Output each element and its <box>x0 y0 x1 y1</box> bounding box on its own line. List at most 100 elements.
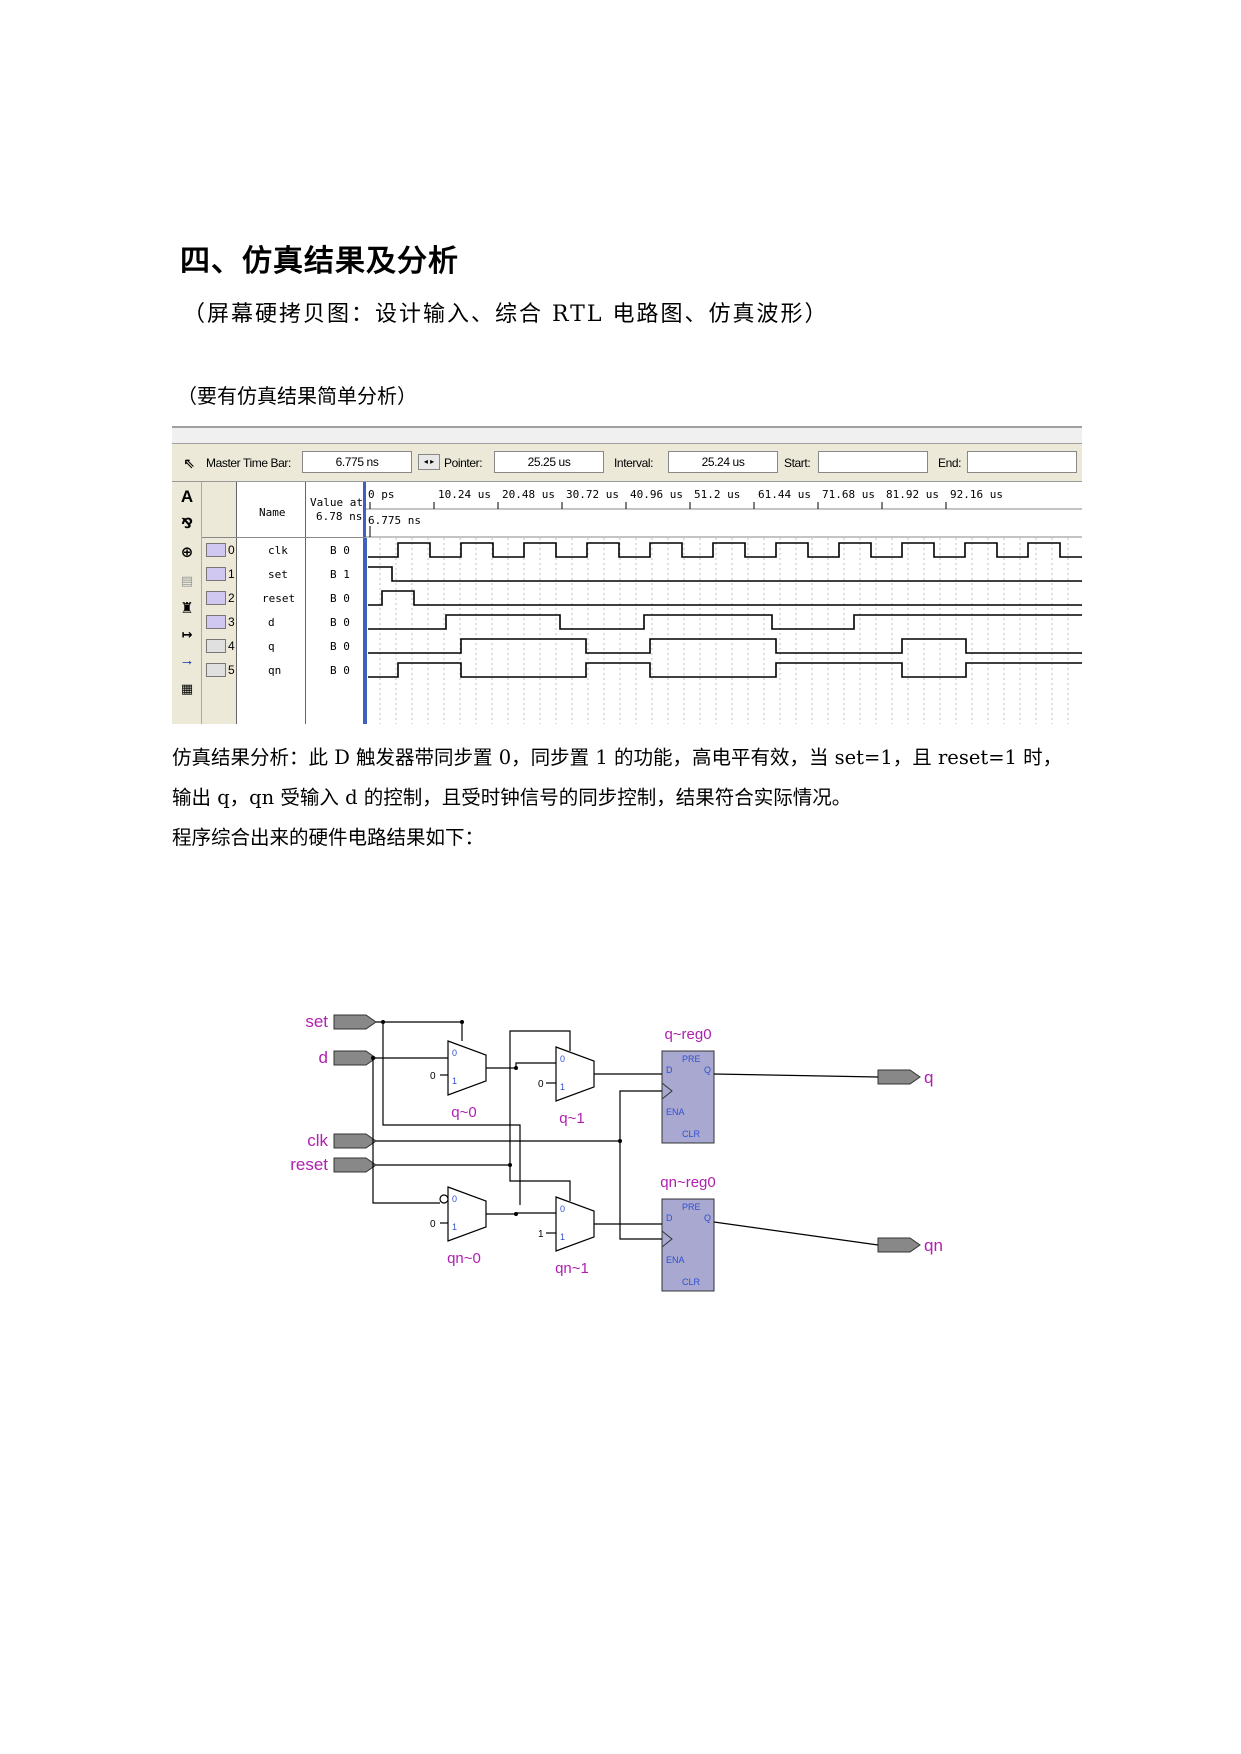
time-tick-label: 92.16 us <box>950 488 1003 501</box>
cursor-time-label: 6.775 ns <box>368 514 421 527</box>
clk-to-reg-q <box>376 1090 662 1142</box>
register-0 <box>661 1050 715 1144</box>
mux-pin-1: 1 <box>560 1082 565 1092</box>
signal-name: reset <box>262 592 296 605</box>
junction-dot <box>514 1212 518 1216</box>
signal-index: 3 <box>228 615 235 629</box>
grid-icon[interactable]: ▦ <box>180 681 194 696</box>
junction-dot <box>514 1066 518 1070</box>
analysis-line-2: 输出 q，qn 受输入 d 的控制，且受时钟信号的同步控制，结果符合实际情况。 <box>172 786 852 809</box>
set-waveform <box>368 566 1082 582</box>
constant-value: 0 <box>430 1219 436 1230</box>
register-pin-d: D <box>666 1065 673 1075</box>
rtl-schematic: setdclkresetqqn01q~001q~101qn~001qn~1q~r… <box>290 1012 943 1292</box>
start-label: Start: <box>784 456 811 470</box>
signal-value: B 0 <box>330 640 350 653</box>
signal-name: q <box>268 640 275 653</box>
d-waveform <box>368 614 1082 630</box>
clk-to-reg-qn <box>619 1141 662 1240</box>
output-port-q <box>877 1069 921 1085</box>
mux-label: q~0 <box>451 1104 476 1121</box>
find-next-icon[interactable]: ↦ <box>181 627 193 642</box>
register-pin-q: Q <box>704 1213 711 1223</box>
signal-row-reset[interactable]: 2 reset B 0 <box>202 586 366 610</box>
signal-index: 2 <box>228 591 235 605</box>
signal-row-qn[interactable]: 5 qn B 0 <box>202 658 366 682</box>
register-clock-triangle <box>661 1082 673 1100</box>
master-time-bar-label: Master Time Bar: <box>206 456 291 470</box>
qn-waveform <box>368 662 1082 678</box>
signal-value: B 0 <box>330 592 350 605</box>
q-waveform <box>368 638 1082 654</box>
signal-name: qn <box>268 664 282 677</box>
signal-name: clk <box>268 544 288 557</box>
signal-value: B 1 <box>330 568 350 581</box>
signal-value: B 0 <box>330 616 350 629</box>
junction-dot <box>381 1020 385 1024</box>
register-pin-clr: CLR <box>682 1277 701 1287</box>
time-tick-label: 40.96 us <box>630 488 683 501</box>
set-wire <box>376 1021 463 1041</box>
output-port-qn <box>877 1237 921 1253</box>
time-tick-label: 10.24 us <box>438 488 491 501</box>
mux-pin-1: 1 <box>452 1076 457 1086</box>
interval-field[interactable]: 25.24 us <box>668 451 778 473</box>
name-column-header: Name <box>259 506 286 519</box>
signal-row-q[interactable]: 4 q B 0 <box>202 634 366 658</box>
time-tick-label: 0 ps <box>368 488 395 501</box>
pointer-tool-icon[interactable]: ⇖ <box>183 455 195 471</box>
reset-waveform <box>368 590 1082 606</box>
time-tick-label: 61.44 us <box>758 488 811 501</box>
register-pin-clr: CLR <box>682 1129 701 1139</box>
reg-q-out <box>713 1073 879 1078</box>
output-port-label: qn <box>924 1236 943 1255</box>
output-pin-icon <box>206 663 226 677</box>
register-pin-q: Q <box>704 1065 711 1075</box>
constant-value: 1 <box>538 1229 544 1240</box>
signal-index: 4 <box>228 639 235 653</box>
text-tool-icon[interactable]: A <box>180 487 194 506</box>
mux-q0-out <box>486 1062 556 1069</box>
copy-icon[interactable]: ▤ <box>180 573 194 588</box>
signal-index: 5 <box>228 663 235 677</box>
register-pin-pre: PRE <box>682 1202 701 1212</box>
junction-dot <box>508 1163 512 1167</box>
inverter-bubble <box>439 1194 449 1204</box>
signal-index: 1 <box>228 567 235 581</box>
master-time-bar-field[interactable]: 6.775 ns <box>302 451 412 473</box>
input-port-label: d <box>319 1048 328 1067</box>
time-tick-label: 20.48 us <box>502 488 555 501</box>
input-port-d <box>333 1050 377 1066</box>
waveform-edit-icon[interactable]: ⅋ <box>180 515 194 531</box>
register-1 <box>661 1198 715 1292</box>
input-pin-icon <box>206 567 226 581</box>
end-field[interactable] <box>967 451 1077 473</box>
input-pin-icon <box>206 615 226 629</box>
arrow-right-icon[interactable]: → <box>179 652 195 669</box>
pointer-field[interactable]: 25.25 us <box>494 451 604 473</box>
waveform-simulator-panel: ⇖ Master Time Bar: 6.775 ns ◂ ▸ Pointer:… <box>172 426 1082 724</box>
register-pin-pre: PRE <box>682 1054 701 1064</box>
value-column-header-line1: Value at <box>310 496 363 509</box>
signal-value: B 0 <box>330 664 350 677</box>
mux-pin-1: 1 <box>560 1232 565 1242</box>
mux-qn0-out <box>486 1212 556 1215</box>
find-icon[interactable]: ♜ <box>180 600 194 617</box>
start-field[interactable] <box>818 451 928 473</box>
zoom-icon[interactable]: ⊕ <box>180 544 194 561</box>
register-label: q~reg0 <box>664 1026 711 1043</box>
register-clock-triangle <box>661 1230 673 1248</box>
signal-row-d[interactable]: 3 d B 0 <box>202 610 366 634</box>
signal-value-column: Value at 6.78 ns <box>306 482 366 724</box>
simulator-toolbar: ⇖ Master Time Bar: 6.775 ns ◂ ▸ Pointer:… <box>172 444 1082 482</box>
register-pin-ena: ENA <box>666 1255 685 1265</box>
time-bar-arrows-button[interactable]: ◂ ▸ <box>418 454 440 470</box>
input-port-clk <box>333 1133 377 1149</box>
reset-to-mux-qn1 <box>509 1165 571 1201</box>
input-port-set <box>333 1014 377 1030</box>
signal-name: d <box>268 616 275 629</box>
